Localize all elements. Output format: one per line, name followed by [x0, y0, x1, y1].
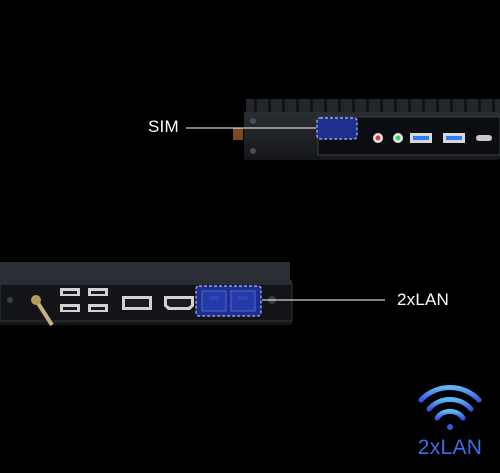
antenna-connector: [233, 128, 243, 140]
sim-slot-highlight: [316, 117, 358, 140]
screw: [250, 148, 256, 154]
bottom-device-top-edge: [0, 262, 290, 280]
lan-callout-label: 2xLAN: [397, 290, 450, 309]
badge-text: 2xLAN: [417, 436, 483, 459]
wifi-icon: [418, 385, 482, 430]
screw: [250, 118, 256, 124]
sim-callout-label: SIM: [148, 117, 179, 136]
usb-c-port: [476, 135, 492, 141]
bottom-device: [0, 262, 385, 327]
top-device: [186, 99, 500, 160]
